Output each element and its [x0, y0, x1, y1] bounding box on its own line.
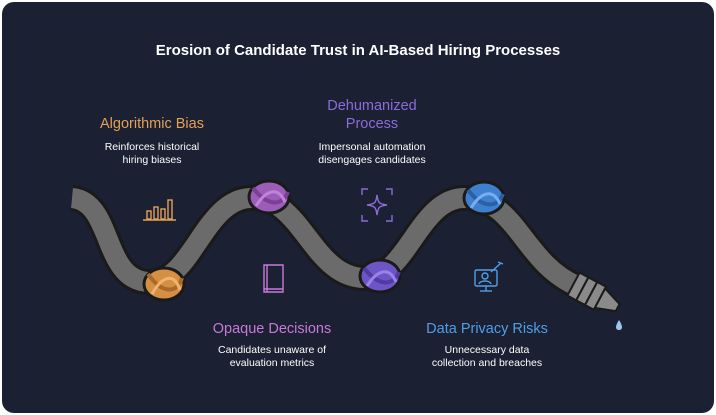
page-title: Erosion of Candidate Trust in AI-Based H… — [155, 42, 561, 59]
desc-line: evaluation metrics — [229, 357, 315, 369]
bar-chart-icon — [143, 199, 176, 221]
book-icon — [263, 264, 284, 293]
desc-line: Candidates unaware of — [218, 344, 326, 356]
item-heading-dehumanized-process: Dehumanized Process — [302, 97, 442, 133]
item-heading-opaque-decisions: Opaque Decisions — [212, 321, 332, 337]
item-desc-data-privacy-risks: Unnecessary data collection and breaches — [407, 344, 567, 370]
desc-line: Reinforces historical — [104, 141, 200, 153]
ai-sparkle-icon — [361, 188, 393, 222]
monitor-user-icon — [474, 261, 504, 292]
knot-blue — [462, 180, 506, 216]
desc-line: Unnecessary data — [444, 344, 530, 356]
item-heading-algorithmic-bias: Algorithmic Bias — [100, 116, 204, 132]
desc-line: disengages candidates — [318, 154, 426, 166]
desc-line: Impersonal automation — [318, 141, 426, 153]
item-heading-data-privacy-risks: Data Privacy Risks — [426, 321, 548, 337]
desc-line: hiring biases — [122, 154, 182, 166]
knot-purple — [358, 258, 402, 294]
item-desc-algorithmic-bias: Reinforces historical hiring biases — [87, 141, 217, 167]
item-desc-opaque-decisions: Candidates unaware of evaluation metrics — [197, 344, 347, 370]
nozzle — [566, 271, 621, 313]
desc-line: collection and breaches — [431, 357, 543, 369]
heading-line: Process — [345, 116, 399, 132]
knot-orange — [142, 266, 186, 302]
heading-line: Dehumanized — [327, 98, 417, 114]
water-drop — [616, 320, 622, 330]
knot-magenta — [247, 179, 291, 215]
item-desc-dehumanized-process: Impersonal automation disengages candida… — [297, 141, 447, 167]
